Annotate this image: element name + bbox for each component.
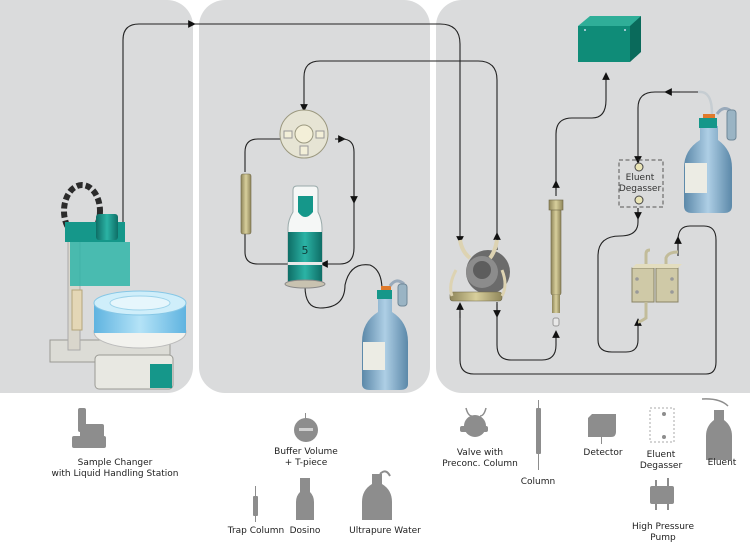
legend-detector-icon [588, 414, 616, 444]
legend-label-sample-changer: Sample Changer with Liquid Handling Stat… [51, 458, 179, 479]
tube-valve-bottom-left [459, 225, 717, 375]
legend-label-buffer-volume: Buffer Volume + T-piece [274, 447, 338, 468]
legend-high-pressure-pump-icon [650, 478, 674, 510]
legend-label-trap-column: Trap Column [227, 526, 285, 536]
tube-valve-to-column [496, 304, 560, 361]
legend-eluent-degasser-icon [649, 407, 675, 443]
column-illustration [548, 199, 564, 327]
detector-illustration [578, 16, 641, 62]
high-pressure-pump-illustration [631, 248, 682, 324]
dosino-illustration: 5 [284, 185, 326, 289]
legend-buffer-volume-icon [294, 413, 318, 442]
trap-column-illustration [240, 173, 252, 235]
legend-label-ultrapure-water: Ultrapure Water [349, 526, 421, 536]
legend-ultrapure-water-icon [362, 470, 392, 520]
tube-column-to-detector [555, 72, 610, 190]
legend-dosino-icon [296, 478, 314, 520]
legend-label-eluent: Eluent [707, 458, 737, 468]
legend-eluent-icon [701, 398, 732, 460]
dosino-number: 5 [302, 244, 309, 257]
tube-dosino-to-water [304, 264, 383, 309]
buffer-volume-tpiece [279, 109, 329, 159]
legend-valve-preconc-icon [460, 407, 488, 437]
tube-degasser-to-pump [597, 208, 642, 353]
tube-trap-to-dosino [244, 232, 320, 265]
legend-sample-changer-icon [72, 408, 106, 448]
tube-right-loop [320, 138, 355, 268]
sample-changer-illustration [49, 182, 187, 390]
legend-label-valve-preconc: Valve with Preconc. Column [442, 448, 518, 469]
legend-label-column: Column [520, 477, 556, 487]
ultrapure-water-bottle [362, 279, 408, 390]
legend-label-high-pressure-pump: High Pressure Pump [632, 522, 694, 543]
eluent-degasser-illustration [618, 159, 664, 208]
tube-eluent-to-degasser [634, 91, 698, 164]
legend-label-detector: Detector [583, 448, 623, 458]
tube-sampler-to-valve [122, 23, 464, 244]
degasser-label: Eluent Degasser [618, 173, 662, 194]
legend-column-icon [536, 400, 541, 470]
legend-trap-column-icon [253, 486, 258, 522]
legend-label-eluent-degasser: Eluent Degasser [639, 450, 683, 471]
eluent-bottle [684, 90, 737, 213]
legend-label-dosino: Dosino [289, 526, 321, 536]
tubing [122, 20, 717, 375]
tube-tpiece-to-trap [244, 138, 285, 172]
tube-valve-to-tpiece [300, 60, 498, 240]
valve-preconc-illustration [449, 239, 510, 302]
